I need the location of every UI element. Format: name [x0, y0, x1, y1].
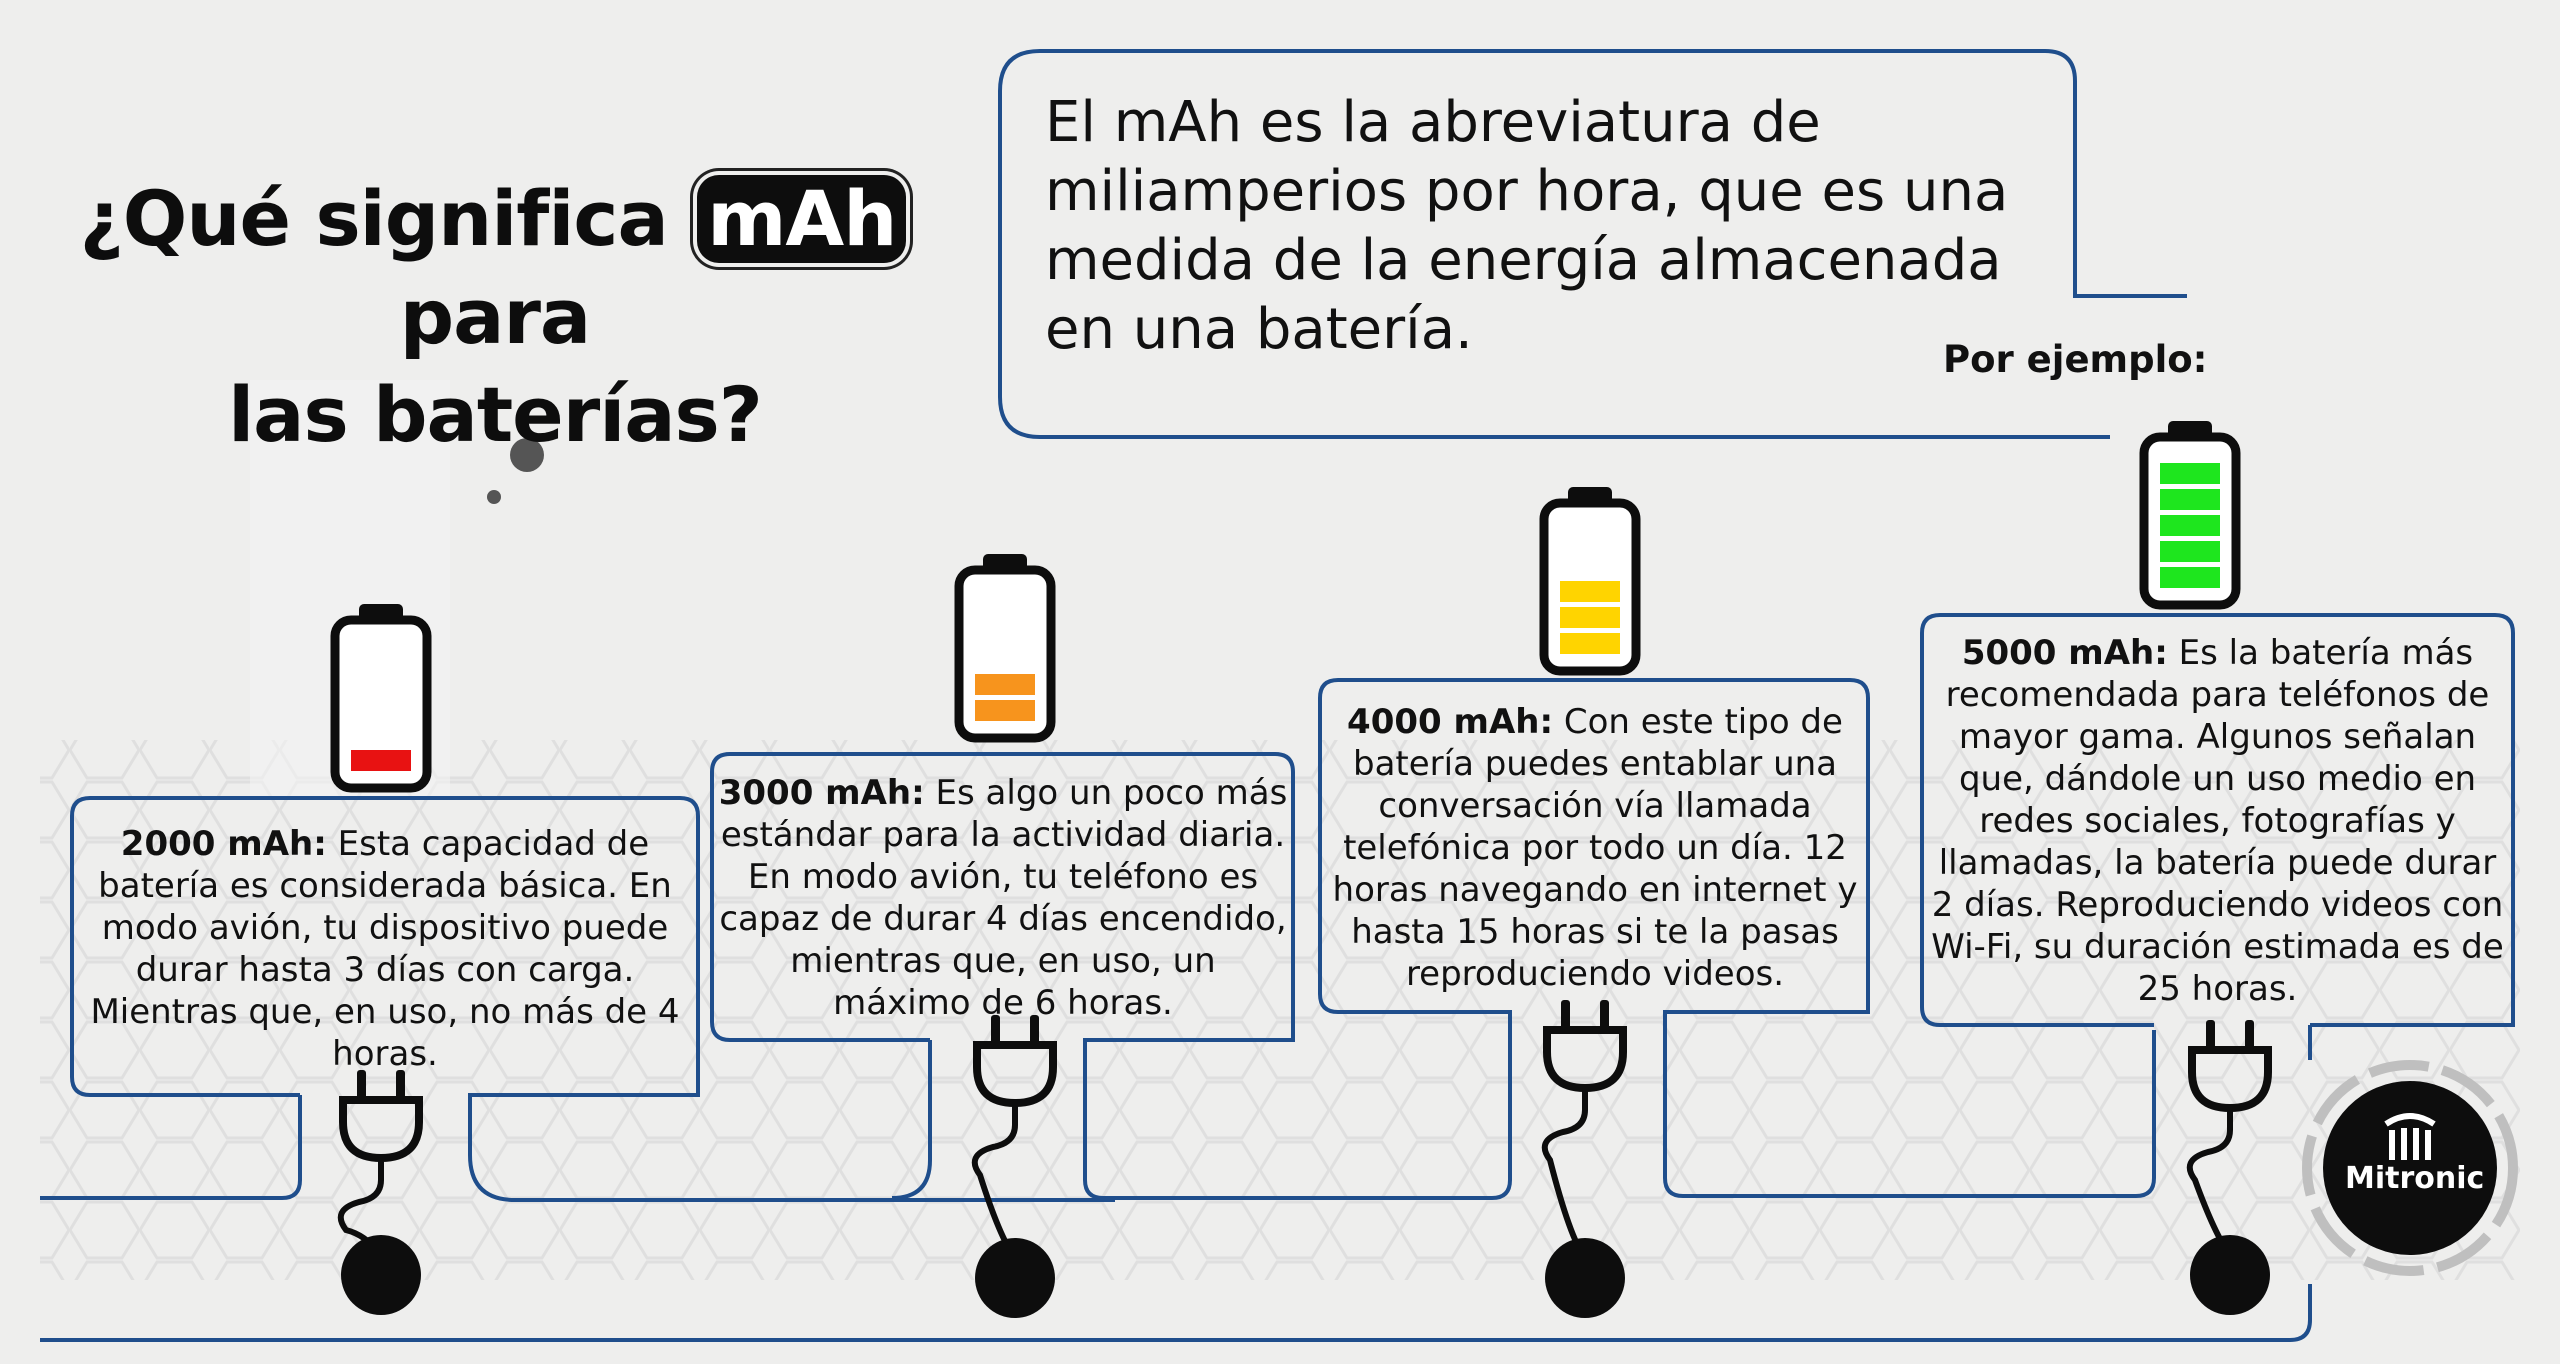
title-line2: las baterías? — [228, 370, 763, 459]
battery-level-segment — [2160, 489, 2220, 510]
battery-icon — [2139, 421, 2241, 610]
battery-level-segment — [975, 674, 1035, 695]
card-capacity: 4000 mAh: — [1347, 702, 1554, 742]
plug-icon — [2186, 1020, 2272, 1315]
battery-level-segment — [975, 700, 1035, 721]
card-5000: 5000 mAh: Es la batería más recomendada … — [1930, 632, 2505, 1010]
battery-level-segment — [1560, 633, 1620, 654]
plug-icon — [971, 1015, 1057, 1318]
card-text: Es algo un poco más estándar para la act… — [719, 773, 1288, 1023]
battery-icon — [330, 604, 432, 793]
page-title: ¿Qué significa mAh para las baterías? — [20, 170, 970, 464]
card-3000: 3000 mAh: Es algo un poco más estándar p… — [718, 772, 1288, 1024]
battery-level-segment — [2160, 541, 2220, 562]
plug-icon — [337, 1070, 423, 1315]
card-4000: 4000 mAh: Con este tipo de batería puede… — [1330, 701, 1860, 995]
card-text: Esta capacidad de batería es considerada… — [90, 824, 680, 1074]
card-box-4000 — [1338, 678, 2156, 1198]
card-text: Es la batería más recomendada para teléf… — [1931, 633, 2504, 1009]
title-highlight-badge: mAh — [697, 175, 907, 263]
card-box-3000 — [730, 752, 1512, 1200]
battery-level-segment — [351, 750, 411, 771]
card-box-5000 — [1940, 613, 2515, 1027]
battery-level-segment — [2160, 567, 2220, 588]
battery-icon — [1539, 487, 1641, 676]
plug-ball — [341, 1235, 421, 1315]
card-box-2000 — [90, 796, 1115, 1202]
card-text: Con este tipo de batería puedes entablar… — [1332, 702, 1858, 994]
example-label: Por ejemplo: — [1943, 338, 2208, 381]
intro-bubble — [998, 49, 2187, 439]
battery-icon — [954, 554, 1056, 743]
card-2000: 2000 mAh: Esta capacidad de batería es c… — [80, 823, 690, 1075]
plug-ball — [2190, 1235, 2270, 1315]
plug-ball — [975, 1238, 1055, 1318]
battery-level-segment — [1560, 581, 1620, 602]
card-capacity: 5000 mAh: — [1961, 633, 2168, 673]
plug-ball — [1545, 1238, 1625, 1318]
battery-level-segment — [2160, 515, 2220, 536]
intro-text: El mAh es la abreviatura de miliamperios… — [1045, 90, 2009, 362]
title-part1: ¿Qué significa — [79, 174, 669, 263]
mitronic-logo — [2302, 1060, 2518, 1276]
logo-name: Mitronic — [2345, 1161, 2485, 1196]
battery-level-segment — [2160, 463, 2220, 484]
card-capacity: 3000 mAh: — [718, 773, 925, 813]
card-capacity: 2000 mAh: — [120, 824, 327, 864]
title-part2: para — [399, 272, 591, 361]
plug-icon — [1541, 1000, 1627, 1318]
battery-level-segment — [1560, 607, 1620, 628]
